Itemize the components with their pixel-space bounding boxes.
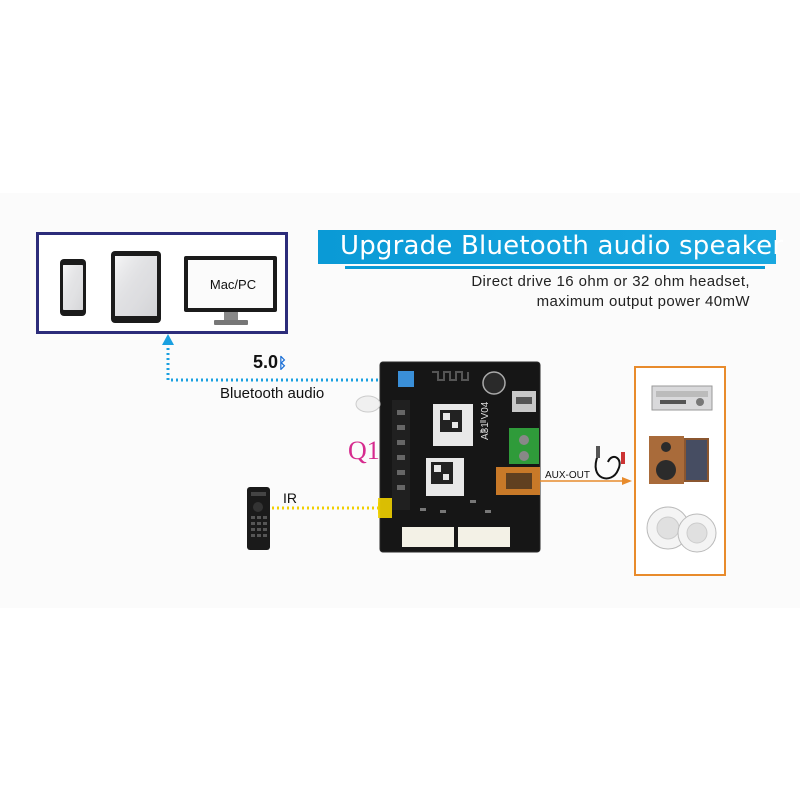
amplifier-icon bbox=[651, 385, 713, 411]
aux-out-link bbox=[540, 477, 632, 485]
remote-control-icon bbox=[247, 487, 270, 550]
ir-label: IR bbox=[283, 490, 297, 506]
ceiling-speakers-icon bbox=[646, 506, 717, 553]
bluetooth-icon: ᛒ bbox=[278, 355, 288, 372]
board-silk-text: A31 V04 bbox=[480, 401, 491, 440]
phone-icon bbox=[60, 259, 86, 316]
bluetooth-version: 5.0ᛒ bbox=[253, 352, 287, 373]
board-model-label: Q1 bbox=[348, 436, 380, 465]
title-underline bbox=[345, 266, 765, 269]
subtitle-line-2: maximum output power 40mW bbox=[536, 293, 750, 310]
bluetooth-audio-label: Bluetooth audio bbox=[220, 385, 325, 402]
monitor-icon bbox=[184, 256, 277, 325]
circuit-board: A31 V04 bbox=[355, 361, 541, 553]
aux-cable-icon bbox=[594, 446, 625, 480]
subtitle-line-1: Direct drive 16 ohm or 32 ohm headset, bbox=[471, 273, 750, 290]
title-bar bbox=[318, 230, 776, 264]
monitor-label: Mac/PC bbox=[210, 277, 256, 292]
page-title: Upgrade Bluetooth audio speaker bbox=[340, 231, 784, 261]
aux-out-label: AUX-OUT bbox=[545, 470, 590, 481]
blue-led bbox=[398, 371, 414, 387]
subtitle: Direct drive 16 ohm or 32 ohm headset, m… bbox=[471, 272, 750, 312]
bluetooth-link bbox=[162, 334, 390, 382]
bluetooth-version-text: 5.0 bbox=[253, 352, 279, 372]
speaker-icon bbox=[649, 436, 709, 484]
tablet-icon bbox=[111, 251, 161, 323]
